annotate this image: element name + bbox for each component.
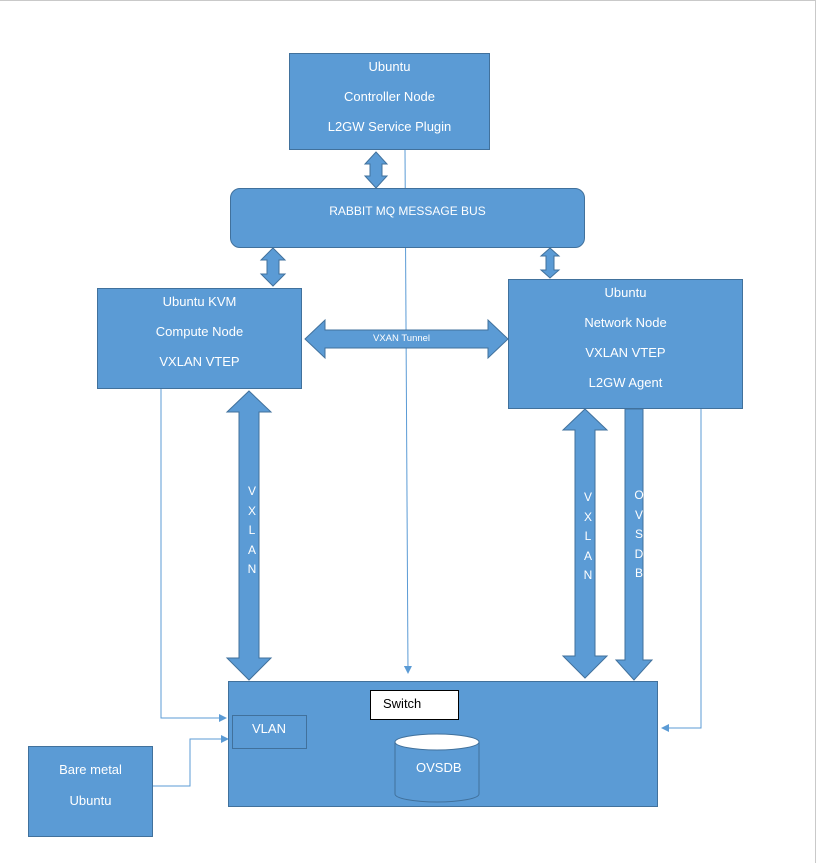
ovsdb-cylinder-top (394, 733, 480, 751)
ovsdb-link-label: O V S D B (632, 486, 646, 584)
vxlan-left-letter: X (247, 503, 256, 518)
ovsdb-label: OVSDB (416, 760, 462, 775)
network-node-line-3: VXLAN VTEP (585, 345, 666, 360)
vxlan-right-letter: V (583, 490, 592, 504)
controller-node-line-2: Controller Node (343, 89, 436, 104)
vxlan-right-label: V X L A N (581, 488, 595, 586)
ovsdb-cylinder-body (394, 742, 480, 803)
compute-to-vlan-line (160, 389, 227, 722)
controller-bus-double-arrow (363, 151, 389, 189)
vxlan-right-letter: L (584, 529, 592, 543)
compute-node-line-3: VXLAN VTEP (159, 354, 240, 369)
vxlan-left-double-arrow (225, 390, 273, 681)
compute-node-line-1: Ubuntu KVM (162, 294, 237, 309)
message-bus: RABBIT MQ MESSAGE BUS (230, 188, 585, 248)
vxlan-right-letter: N (583, 568, 593, 582)
switch-label: Switch (370, 690, 459, 720)
vxlan-left-label: V X L A N (245, 482, 259, 580)
ovsdb-down-arrow (614, 408, 654, 681)
vxlan-right-letter: A (583, 548, 592, 563)
ovsdb-database (394, 733, 480, 803)
controller-node-line-3: L2GW Service Plugin (327, 119, 452, 134)
vxlan-tunnel-label: VXAN Tunnel (373, 333, 431, 344)
ovsdb-link-letter: S (634, 527, 643, 541)
compute-node-line-2: Compute Node (155, 324, 244, 339)
controller-node-line-1: Ubuntu (368, 59, 411, 74)
bus-compute-double-arrow (259, 247, 287, 287)
bus-network-double-arrow (539, 247, 561, 279)
network-node-line-2: Network Node (584, 315, 667, 330)
vxlan-left-letter: L (248, 523, 256, 537)
ovsdb-link-letter: B (634, 566, 643, 580)
ovsdb-link-letter: O (634, 488, 644, 502)
ovsdb-link-letter: V (634, 507, 643, 522)
ovsdb-link-letter: D (634, 546, 644, 561)
vxlan-right-double-arrow (561, 408, 609, 679)
controller-node: Ubuntu Controller Node L2GW Service Plug… (289, 53, 490, 150)
baremetal-to-vlan-line (153, 735, 229, 787)
vlan-port: VLAN (232, 715, 307, 749)
bare-metal-line-1: Bare metal (59, 762, 122, 777)
compute-node: Ubuntu KVM Compute Node VXLAN VTEP (97, 288, 302, 389)
vxlan-right-letter: X (583, 509, 592, 524)
network-to-switch-line (661, 409, 702, 732)
vxlan-left-letter: A (247, 542, 256, 557)
vxlan-left-letter: N (247, 562, 257, 576)
network-node-line-1: Ubuntu (604, 285, 647, 300)
vxlan-left-letter: V (247, 484, 256, 498)
message-bus-label: RABBIT MQ MESSAGE BUS (329, 204, 486, 218)
network-node: Ubuntu Network Node VXLAN VTEP L2GW Agen… (508, 279, 743, 409)
bare-metal-line-2: Ubuntu (69, 793, 112, 808)
network-node-line-4: L2GW Agent (588, 375, 663, 390)
bare-metal-node: Bare metal Ubuntu (28, 746, 153, 837)
